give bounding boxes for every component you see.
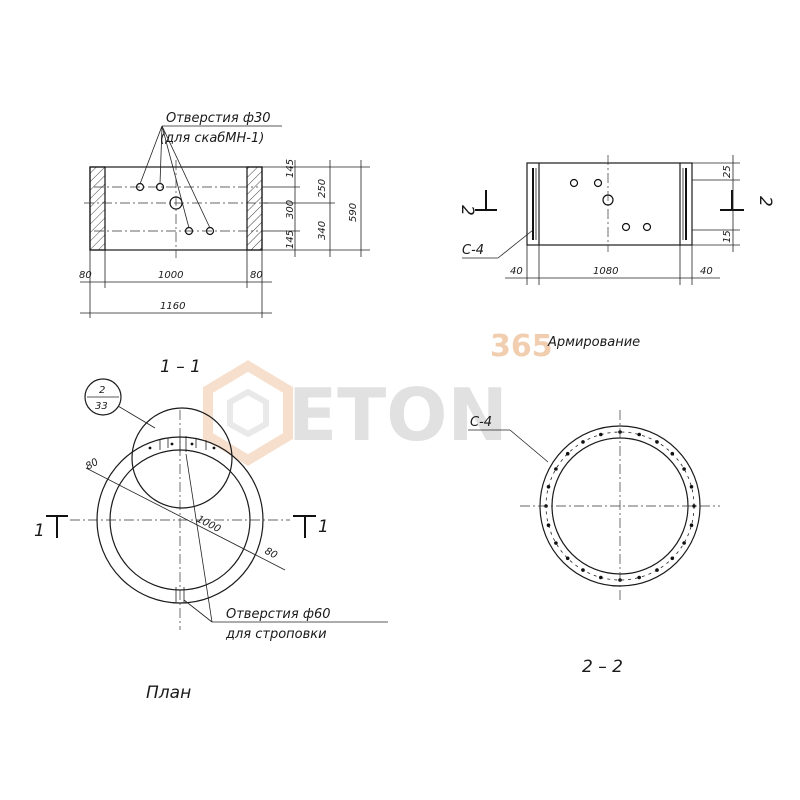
dim-250: 250 [317, 179, 328, 198]
rebar-dot [565, 556, 570, 561]
plan-section-right: 1 [318, 517, 329, 537]
section-view: С-4 2 – 2 [468, 410, 720, 677]
rebar-dot [546, 523, 551, 527]
section-rebar-dots [544, 430, 696, 582]
plan-section-left: 1 [34, 521, 45, 541]
rebar-dot [599, 575, 603, 580]
rebar-dot [637, 432, 641, 437]
rebar-dot [689, 523, 694, 527]
dim-25: 25 [722, 165, 733, 178]
front-holes-label: Отверстия ф30 [166, 111, 271, 126]
dim-340: 340 [317, 221, 328, 240]
dim-1080: 1080 [593, 266, 618, 277]
section-title: 2 – 2 [582, 657, 623, 677]
front-right-wall [246, 166, 263, 251]
reinf-section-right: 2 [755, 196, 775, 207]
detail-callout-top: 2 [99, 385, 105, 396]
dim-80-left: 80 [79, 270, 92, 281]
dim-1000: 1000 [158, 270, 183, 281]
watermark-logo-icon [203, 360, 293, 466]
plan-dim-1000: 1000 [195, 514, 223, 535]
reinf-hole [593, 178, 603, 188]
rebar-dot [682, 541, 686, 545]
detail-callout-bottom: 33 [95, 401, 108, 412]
rebar-dot [670, 451, 675, 456]
reinf-hole [621, 222, 631, 232]
reinforcement-view: 2 2 25 15 С-4 40 1080 40 Армирование [457, 155, 775, 350]
rebar-dot [689, 485, 694, 489]
front-holes-label-sub: (для скабМН-1) [160, 131, 264, 146]
rebar-dot [565, 451, 570, 456]
rebar-dot [637, 575, 641, 580]
rebar-dot [581, 568, 585, 572]
rebar-dot [554, 467, 558, 471]
plan-lift-label: Отверстия ф60 [226, 607, 331, 622]
dim-300: 300 [285, 200, 296, 219]
plan-view: 1 – 1 2 33 80 1000 [34, 357, 388, 703]
rebar-dot [546, 485, 551, 489]
plan-title: План [146, 683, 191, 703]
reinforcement-outline [526, 162, 693, 246]
reinf-hole [642, 222, 652, 232]
reinforcement-title: Армирование [547, 335, 640, 350]
reinf-section-left: 2 [457, 205, 477, 216]
ring-top-ticks [148, 438, 216, 450]
rebar-dot [670, 556, 675, 561]
dim-40-left: 40 [510, 266, 523, 277]
detail-zoom-circle [131, 407, 233, 509]
rebar-dot [554, 541, 558, 545]
watermark: 365 ETON [203, 329, 553, 466]
reinf-rebar-label: С-4 [462, 243, 484, 258]
plan-dim-80-a: 80 [84, 457, 101, 473]
dim-80-right: 80 [250, 270, 263, 281]
section-rebar-label: С-4 [470, 415, 492, 430]
rebar-dot [599, 432, 603, 437]
rebar-dot [655, 440, 659, 444]
reinf-hole [569, 178, 579, 188]
plan-lift-label-sub: для строповки [225, 627, 327, 642]
rebar-dot [682, 467, 686, 471]
front-view: Отверстия ф30 (для скабМН-1) 145 250 590… [79, 111, 370, 318]
dim-145-bottom: 145 [285, 230, 296, 249]
plan-dim-80-b: 80 [263, 546, 279, 562]
rebar-dot [581, 440, 585, 444]
rebar-dot [655, 568, 659, 572]
plan-section-title: 1 – 1 [160, 357, 201, 377]
dim-15: 15 [722, 230, 733, 243]
dim-40-right: 40 [700, 266, 713, 277]
detail-callout-circle [84, 378, 122, 416]
dim-145-top: 145 [285, 159, 296, 178]
rebar-dot [692, 504, 696, 508]
dim-1160: 1160 [160, 301, 185, 312]
front-left-wall [89, 166, 106, 251]
dim-590: 590 [348, 203, 359, 222]
watermark-number: 365 [490, 329, 553, 364]
watermark-brand: ETON [288, 373, 508, 457]
